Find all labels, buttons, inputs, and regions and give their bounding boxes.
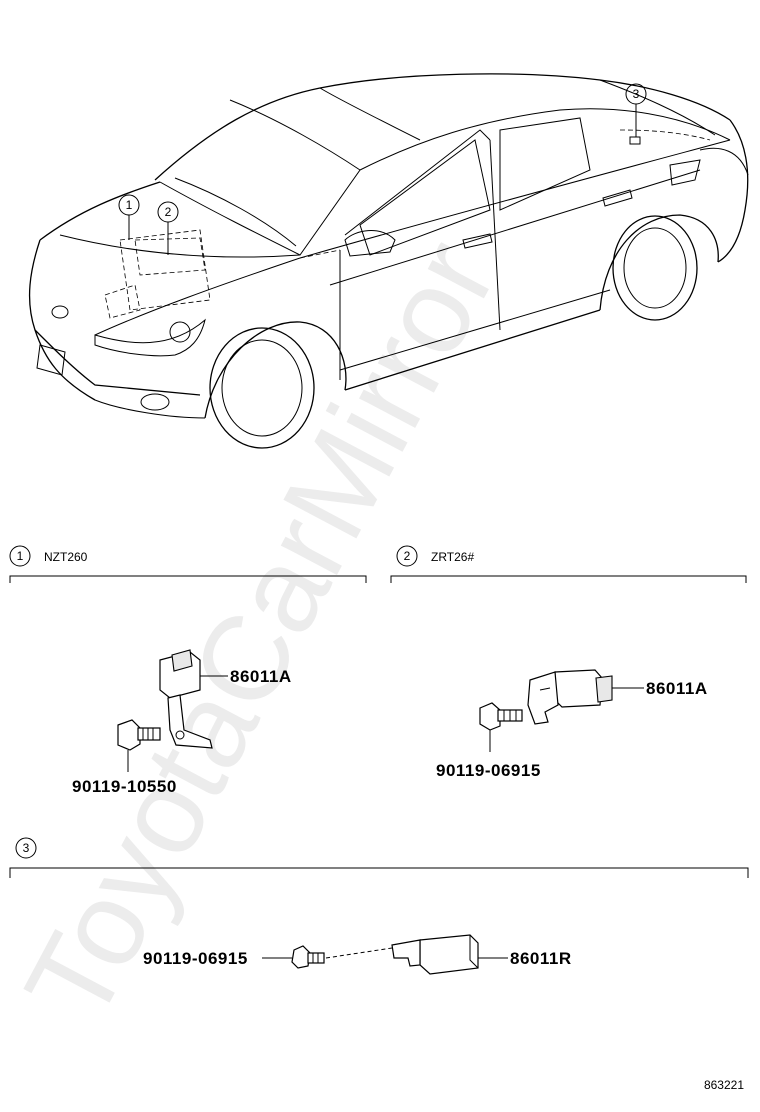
section-3-number: 3 <box>23 841 30 855</box>
section-1-sensor <box>159 649 213 749</box>
section-2-bolt <box>479 702 523 731</box>
overview-callout-3-label: 3 <box>633 87 640 101</box>
overview-callout-2-label: 2 <box>165 205 172 219</box>
section-1-bolt-number: 90119-10550 <box>72 777 177 796</box>
section-3-bolt-number: 90119-06915 <box>143 949 248 968</box>
section-1-number: 1 <box>17 549 24 563</box>
overview-callout-2: 2 <box>157 201 179 255</box>
section-3: 3 90119-06915 86011R <box>9 837 749 975</box>
section-1-part-number: 86011A <box>230 667 292 686</box>
car-illustration <box>28 73 749 449</box>
section-2-part-number: 86011A <box>646 679 708 698</box>
section-2: 2 ZRT26# 86011A 90119-06915 <box>390 545 747 780</box>
section-2-bolt-number: 90119-06915 <box>436 761 541 780</box>
overview-callout-3: 3 <box>625 83 647 137</box>
section-1-bolt <box>117 719 161 751</box>
section-3-bolt <box>291 945 325 969</box>
section-3-part-number: 86011R <box>510 949 572 968</box>
overview-callout-1: 1 <box>118 194 140 240</box>
section-1: 1 NZT260 86011A 90119-10550 <box>9 545 367 796</box>
section-2-model-label: ZRT26# <box>431 550 474 564</box>
section-2-number: 2 <box>404 549 411 563</box>
section-2-sensor <box>527 669 613 725</box>
watermark-text: ToyotaCarMirror <box>0 220 522 1042</box>
figure-id: 863221 <box>704 1078 744 1092</box>
overview-callout-1-label: 1 <box>126 198 133 212</box>
section-3-sensor <box>391 934 479 975</box>
section-1-model-label: NZT260 <box>44 550 88 564</box>
